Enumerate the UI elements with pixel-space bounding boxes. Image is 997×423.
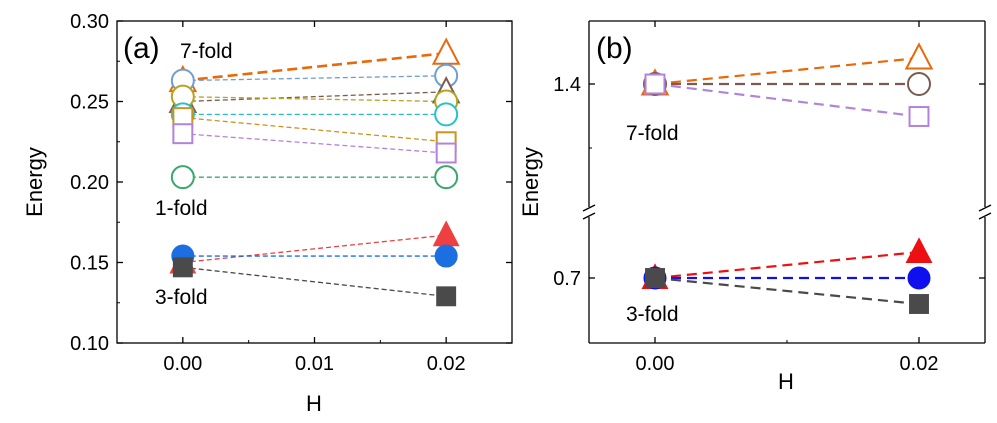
panel-a-ytick-label: 0.30	[70, 11, 109, 33]
panel-a-triangle-point	[432, 220, 460, 247]
panel-b-annotation-7fold: 7-fold	[626, 122, 679, 145]
panel-b-series-line	[654, 56, 920, 86]
panel-a-square-point	[435, 142, 457, 164]
panel-a-ytick-label: 0.15	[70, 253, 109, 275]
panel-a-ytick-label: 0.10	[70, 333, 109, 355]
panel-a-annotation-1fold: 1-fold	[155, 197, 208, 220]
panel-b-break-mark	[978, 204, 992, 212]
panel-a-ytick-label: 0.25	[70, 92, 109, 114]
panel-b-break-mark	[582, 204, 596, 212]
panel-b-xtick-label: 0.00	[636, 353, 675, 375]
panel-b-lines	[654, 56, 920, 306]
panel-b-triangle-point	[905, 237, 933, 264]
panel-a-ytick-label: 0.20	[70, 172, 109, 194]
panel-b-square-point	[644, 73, 666, 95]
panel-a-xtick-label: 0.00	[163, 353, 202, 375]
panel-a-circle-point	[434, 165, 459, 190]
panel-b-circle-point	[907, 72, 931, 96]
panel-b-square-point	[645, 268, 665, 288]
panel-a-xtick-label: 0.01	[295, 353, 334, 375]
panel-a-square-point	[172, 123, 194, 145]
panel-b-markers	[640, 42, 934, 314]
panel-a-ylabel: Energy	[22, 147, 47, 217]
panel-a-circle-point	[434, 102, 459, 127]
panel-a-xtick-label: 0.02	[427, 353, 466, 375]
panel-a-lines	[182, 51, 447, 297]
panel-a-circle-point	[170, 165, 195, 190]
panel-a-axes: 0.00 0.01 0.02 0.10 0.15 0.20 0.25 0.30	[70, 11, 512, 375]
panel-a-square-point	[172, 257, 193, 278]
panel-b-series-line	[654, 250, 920, 280]
panel-a-square-point	[436, 286, 457, 307]
panel-a-triangle-point	[431, 37, 461, 65]
panel-a-series-line	[182, 96, 447, 103]
panel-a: 0.00 0.01 0.02 0.10 0.15 0.20 0.25 0.30 (a) 7-f…	[22, 11, 513, 416]
panel-b-series-line	[654, 276, 920, 306]
panel-b: 0.00 0.02 0.7 1.4 (b) 7-fold 3-fold H Energ…	[518, 20, 992, 394]
panel-b-series-line	[654, 82, 920, 118]
panel-a-series-line	[182, 75, 447, 82]
panel-a-annotation-7fold: 7-fold	[180, 40, 233, 63]
panel-a-annotation-3fold: 3-fold	[155, 286, 208, 309]
panel-b-label: (b)	[596, 32, 633, 65]
panel-b-square-point	[909, 294, 929, 314]
panel-a-series-line	[182, 91, 447, 103]
panel-a-series-line	[182, 266, 447, 297]
panel-b-break-mark	[978, 212, 992, 220]
panel-a-circle-point	[434, 244, 458, 268]
panel-b-xtick-label: 0.02	[900, 353, 939, 375]
panel-b-break-mark	[582, 212, 596, 220]
panel-b-ytick-label: 1.4	[553, 74, 581, 96]
panel-b-xlabel: H	[778, 369, 794, 394]
panel-b-square-point	[908, 106, 930, 127]
panel-a-xlabel: H	[306, 391, 322, 416]
panel-b-ylabel: Energy	[518, 147, 543, 217]
panel-a-series-line	[182, 234, 447, 264]
panel-b-triangle-point	[904, 42, 934, 70]
panel-a-markers	[168, 37, 461, 307]
panel-a-label: (a)	[123, 32, 160, 65]
panel-b-circle-point	[907, 266, 931, 290]
panel-a-series-line	[182, 133, 447, 154]
panel-b-ytick-label: 0.7	[553, 268, 581, 290]
panel-a-series-line	[182, 116, 447, 143]
panel-b-axes: 0.00 0.02 0.7 1.4	[553, 21, 985, 375]
panel-b-annotation-3fold: 3-fold	[626, 303, 679, 326]
